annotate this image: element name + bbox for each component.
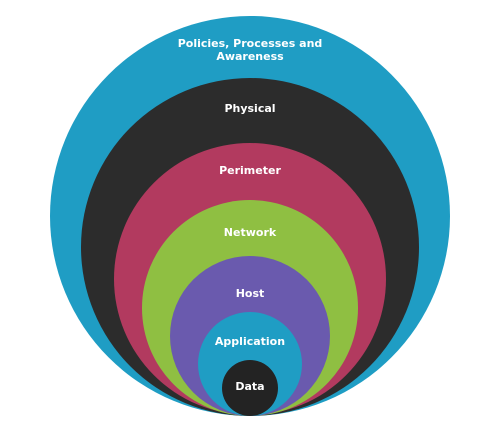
layer-policies-label: Policies, Processes and (178, 37, 323, 50)
layer-host-label: Host (236, 287, 265, 300)
layer-data-circle (222, 360, 278, 416)
layer-perimeter-label: Perimeter (219, 164, 281, 177)
layer-data-label: Data (235, 380, 264, 393)
layer-physical-label: Physical (224, 102, 275, 115)
layer-policies-label-line2: Awareness (216, 50, 284, 63)
layer-network-label: Network (224, 226, 277, 239)
layer-application-label: Application (215, 335, 285, 348)
